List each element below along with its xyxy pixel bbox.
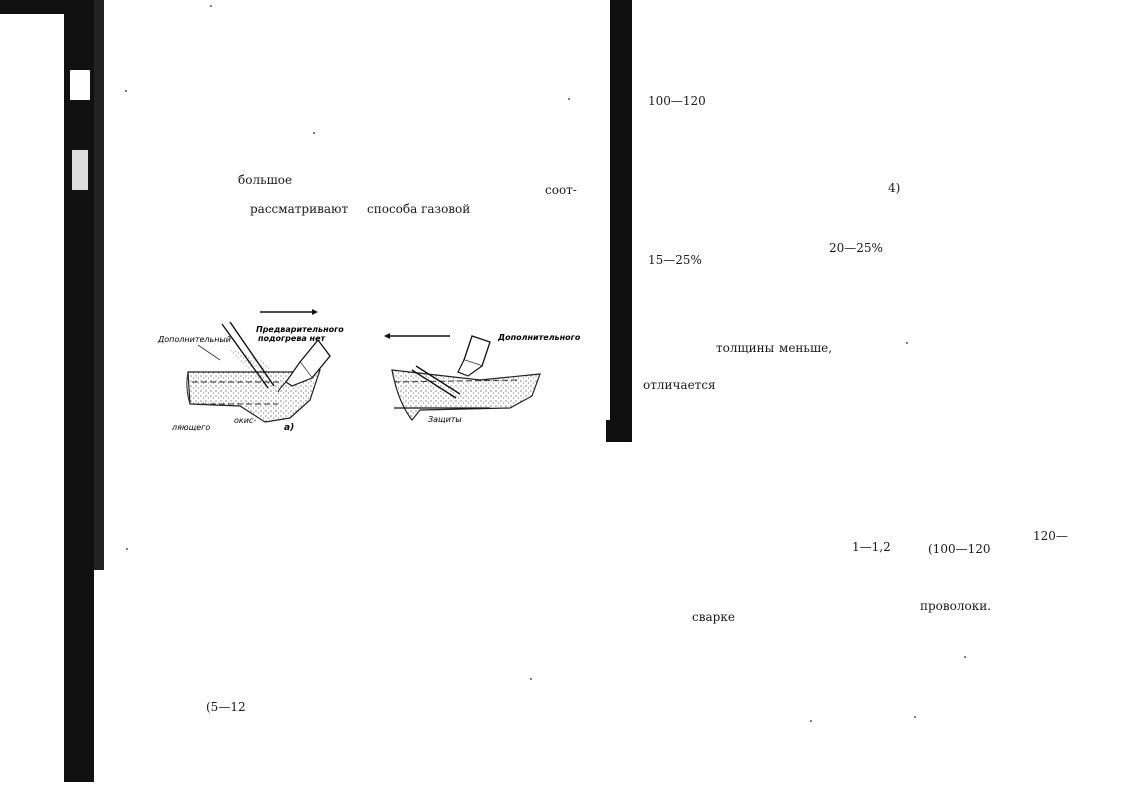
text-fragment: (5—12 — [206, 700, 246, 714]
filler-rod-right — [411, 365, 461, 399]
scan-dust — [964, 656, 966, 658]
text-fragment: проволоки. — [920, 599, 992, 613]
scan-dust — [906, 342, 908, 344]
scan-dust — [914, 716, 916, 718]
label-dopolnitelny: Дополнительный — [157, 335, 231, 344]
text-fragment: 120— — [1033, 529, 1068, 543]
welding-figure: Дополнительный Предварительного подогрев… — [157, 309, 581, 433]
label-podogreva: подогрева нет — [258, 334, 327, 343]
text-fragment: рассматривают — [250, 202, 349, 216]
text-fragment: меньше, — [779, 341, 833, 355]
book-spine-shadow — [610, 0, 632, 442]
scan-dust — [126, 548, 128, 550]
scan-dust — [125, 90, 127, 92]
label-dopolnitelnogo: Дополнительного — [497, 333, 581, 342]
text-fragment: 100—120 — [648, 94, 706, 108]
scan-dust — [568, 98, 570, 100]
text-fragment: большое — [238, 173, 293, 187]
torch-right — [457, 335, 491, 377]
filler-rod-left — [221, 321, 275, 389]
torch-left — [277, 338, 331, 393]
label-a: а) — [284, 423, 294, 433]
scan-dust — [530, 678, 532, 680]
scan-edge-left-inner — [94, 0, 104, 570]
text-fragment: 4) — [888, 181, 901, 195]
text-fragment: 1—1,2 — [852, 540, 891, 554]
text-fragment: толщины — [716, 341, 775, 355]
scan-speck — [72, 150, 88, 190]
scan-dust — [210, 5, 212, 7]
scan-dust — [313, 132, 315, 134]
text-fragment: способа газовой — [367, 202, 471, 216]
figure-right-welding-diagram: Дополнительного Защиты — [384, 333, 581, 424]
text-fragment: сварке — [692, 610, 735, 624]
base-metal-right — [391, 369, 541, 421]
label-okis: окис- — [234, 416, 256, 425]
label-lyayushego: ляющего — [171, 423, 210, 432]
label-predvaritelnogo: Предварительного — [256, 325, 344, 334]
text-fragment: 15—25% — [648, 253, 702, 267]
text-fragment: соот- — [545, 183, 577, 197]
scan-dust — [810, 720, 812, 722]
text-fragment: (100—120 — [928, 542, 991, 556]
text-fragment: отличается — [643, 378, 716, 392]
text-fragment: 20—25% — [829, 241, 883, 255]
scan-speck — [70, 70, 90, 100]
label-zashity: Защиты — [428, 415, 462, 424]
book-spine-shadow-tip — [606, 420, 632, 442]
figure-left-welding-diagram: Дополнительный Предварительного подогрев… — [157, 309, 344, 433]
scan-edge-left — [64, 0, 94, 782]
scan-edge-top-left — [0, 0, 66, 14]
